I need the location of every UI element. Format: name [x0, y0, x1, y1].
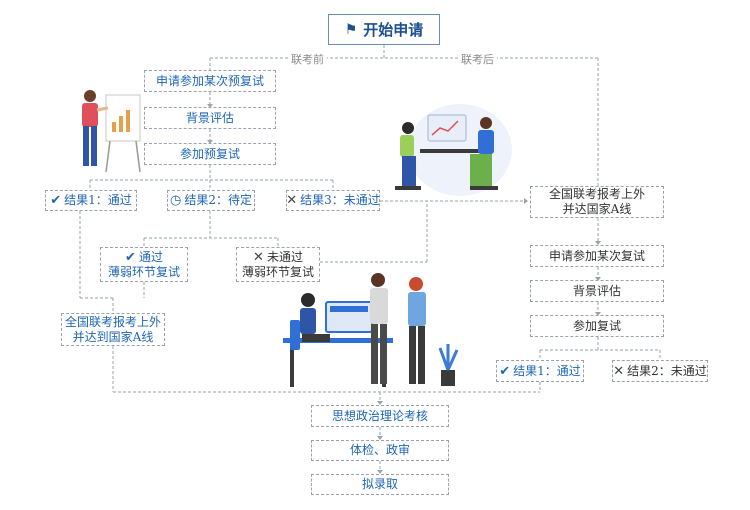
right-national-line1: 全国联考报考上外: [548, 187, 645, 201]
right-result2-node: ✕结果2：未通过: [612, 360, 708, 382]
right-evaluate-node: 背景评估: [530, 280, 664, 302]
pass-weak-line2: 薄弱环节复试: [107, 264, 180, 279]
cross-icon: ✕: [286, 193, 298, 208]
left-apply-node: 申请参加某次预复试: [144, 70, 276, 92]
check-icon: ✔: [50, 193, 62, 208]
pass-weak-line1: 通过: [138, 249, 163, 264]
right-apply-text: 申请参加某次复试: [548, 248, 645, 263]
left-national-line2: 并达到国家A线: [72, 329, 154, 344]
meeting-illustration: [395, 104, 512, 196]
right-attend-text: 参加复试: [572, 318, 621, 333]
pass-weak-node: ✔通过 薄弱环节复试: [100, 247, 188, 282]
right-evaluate-text: 背景评估: [572, 283, 621, 298]
fail-weak-node: ✕未通过 薄弱环节复试: [236, 247, 320, 282]
left-attend-node: 参加预复试: [144, 143, 276, 165]
left-evaluate-node: 背景评估: [144, 107, 276, 129]
physical-node: 体检、政审: [311, 440, 449, 461]
left-national-node: 全国联考报考上外 并达到国家A线: [61, 313, 165, 346]
admit-node: 拟录取: [311, 474, 449, 495]
right-national-node: 全国联考报考上外 并达国家A线: [530, 186, 664, 218]
right-national-line2: 并达国家A线: [562, 202, 632, 216]
left-result2-text: 结果2：待定: [184, 193, 252, 207]
right-apply-node: 申请参加某次复试: [530, 245, 664, 267]
left-evaluate-text: 背景评估: [185, 110, 234, 125]
left-result1-node: ✔结果1：通过: [45, 190, 137, 211]
left-attend-text: 参加预复试: [179, 146, 240, 161]
admit-text: 拟录取: [361, 477, 398, 491]
physical-text: 体检、政审: [349, 443, 410, 457]
start-node: ⚑ 开始申请: [328, 14, 440, 45]
start-label: 开始申请: [363, 21, 424, 39]
flag-icon: ⚑: [344, 21, 358, 38]
right-result2-text: 结果2：未通过: [627, 363, 707, 378]
check-icon: ✔: [125, 249, 136, 265]
right-result1-text: 结果1：通过: [513, 363, 581, 378]
left-national-line1: 全国联考报考上外: [64, 314, 161, 329]
fail-weak-line1: 未通过: [266, 249, 303, 264]
left-result3-node: ✕结果3：未通过: [286, 190, 380, 211]
check-icon: ✔: [499, 363, 511, 379]
branch-before-label: 联考前: [288, 51, 327, 67]
right-attend-node: 参加复试: [530, 315, 664, 337]
left-result2-node: ◷结果2：待定: [167, 190, 255, 211]
left-apply-text: 申请参加某次预复试: [155, 73, 264, 88]
branch-after-label: 联考后: [458, 51, 497, 67]
office-team-illustration: [283, 273, 459, 387]
cross-icon: ✕: [253, 249, 264, 265]
right-result1-node: ✔结果1：通过: [496, 360, 584, 382]
politics-text: 思想政治理论考核: [331, 408, 428, 423]
presenter-illustration: [82, 90, 141, 173]
left-result1-text: 结果1：通过: [64, 193, 132, 207]
clock-icon: ◷: [170, 193, 182, 208]
cross-icon: ✕: [613, 363, 625, 379]
politics-node: 思想政治理论考核: [311, 405, 449, 427]
fail-weak-line2: 薄弱环节复试: [241, 264, 314, 279]
left-result3-text: 结果3：未通过: [300, 193, 380, 207]
